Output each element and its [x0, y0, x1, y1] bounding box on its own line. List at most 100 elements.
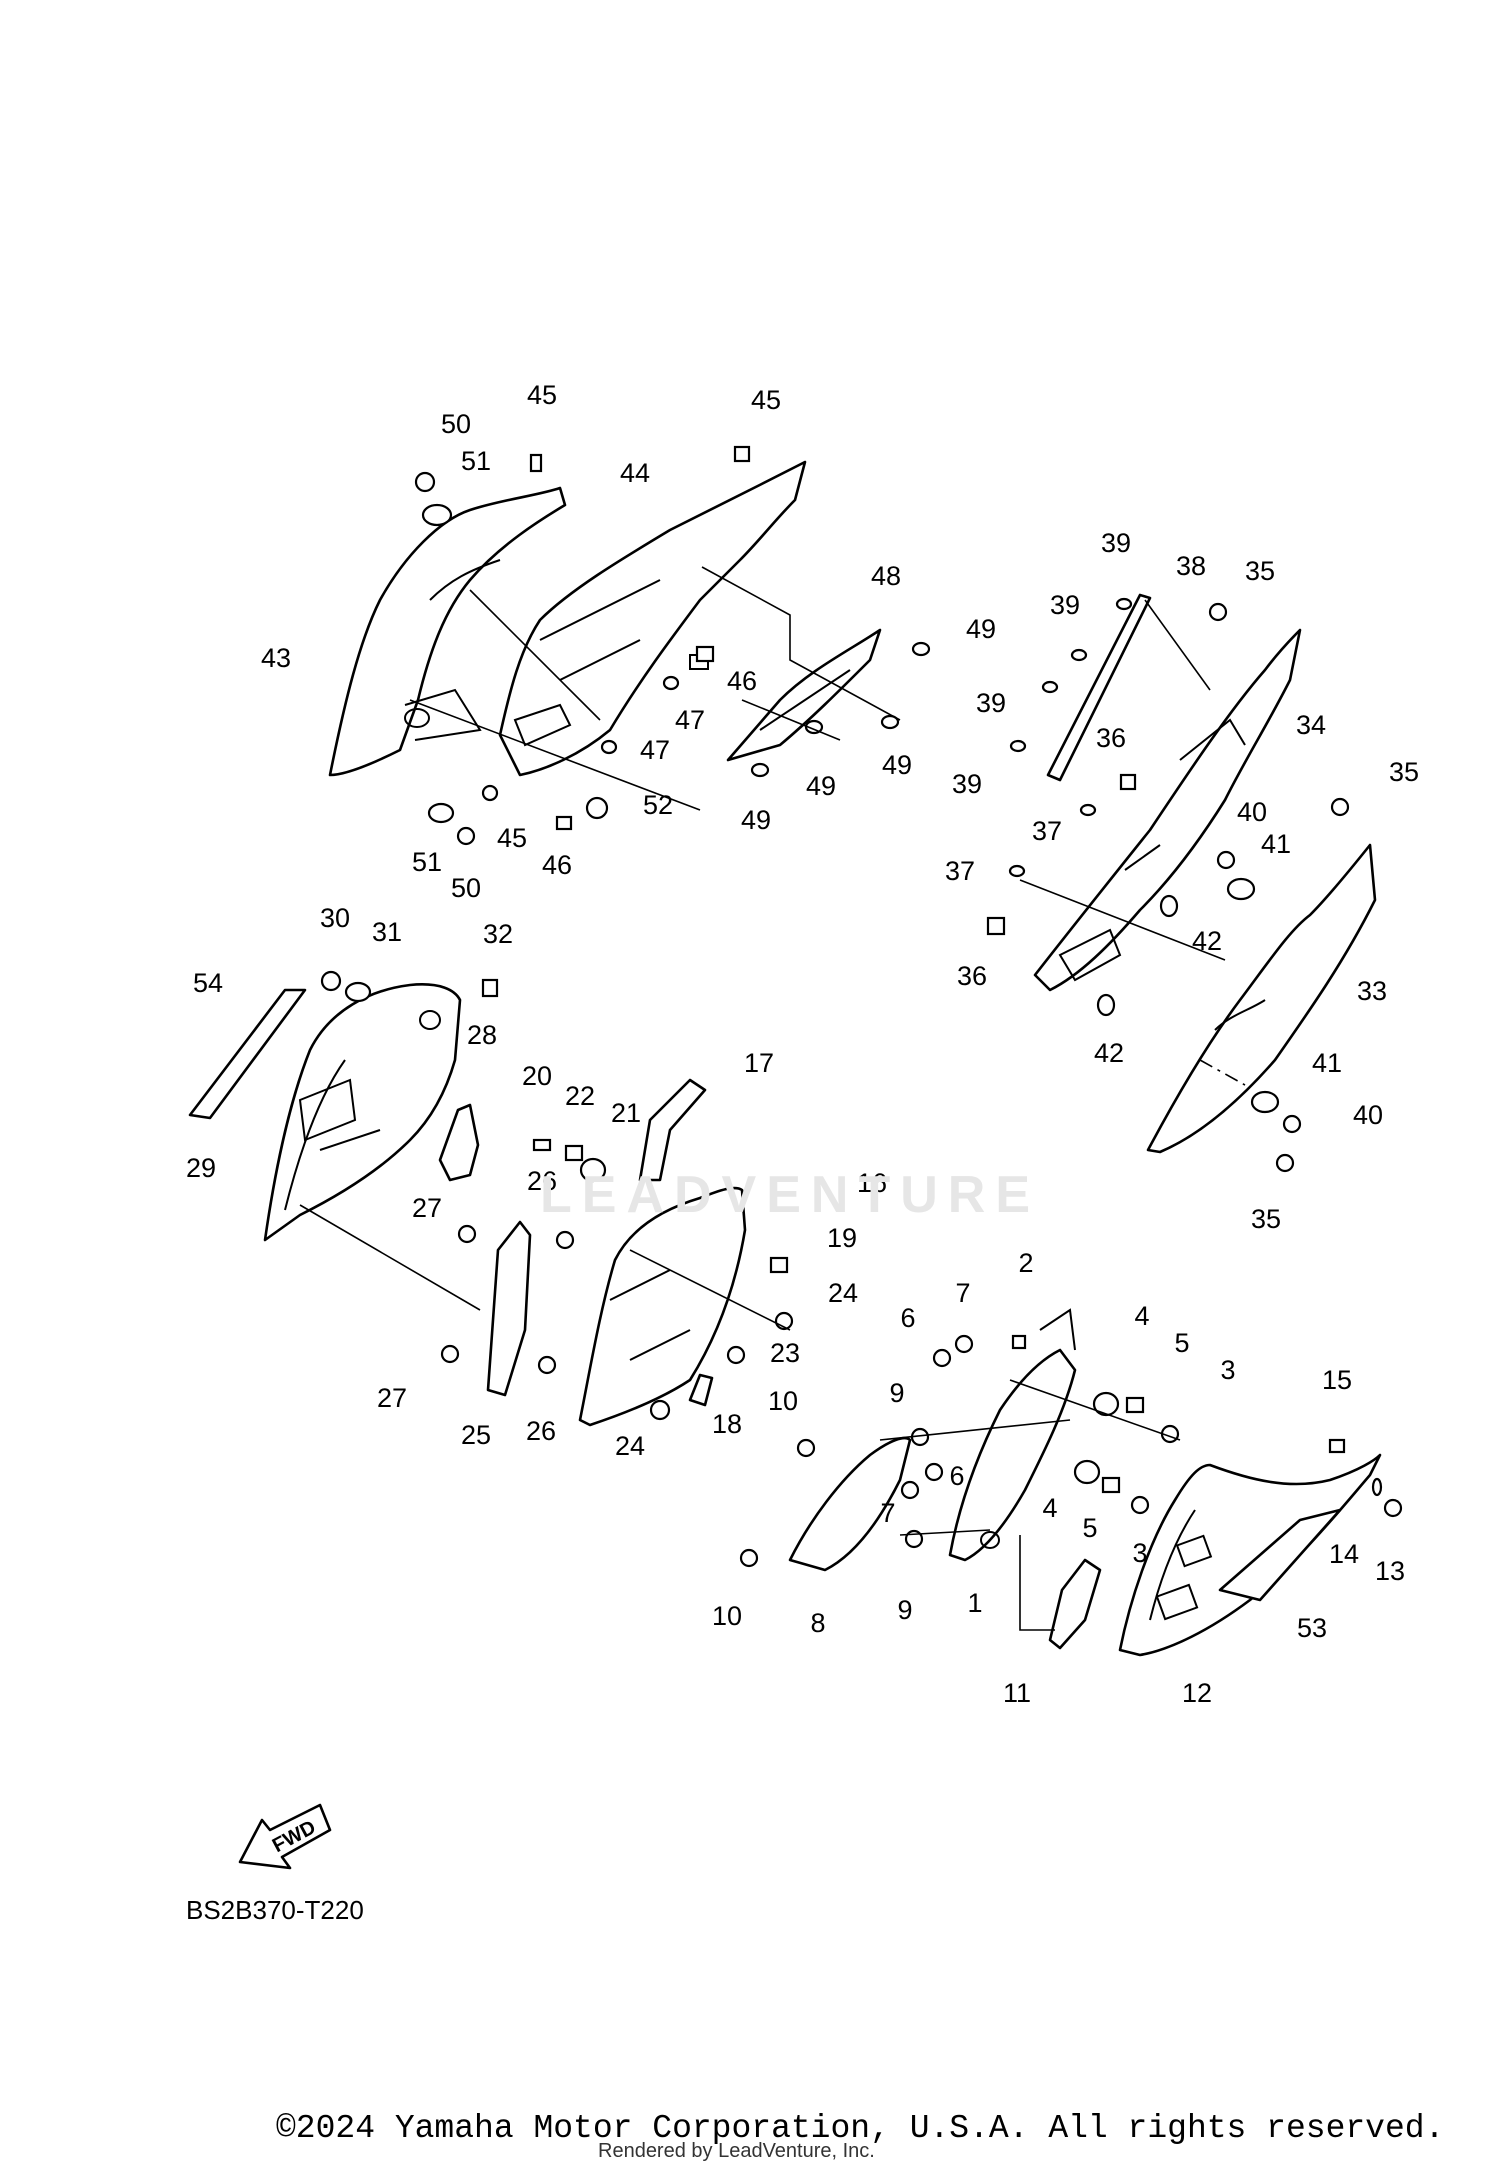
part-callout-52: 52	[643, 790, 673, 820]
part-callout-29: 29	[186, 1153, 216, 1183]
part-callout-41: 41	[1312, 1048, 1342, 1078]
copyright-notice: ©2024 Yamaha Motor Corporation, U.S.A. A…	[276, 2110, 1445, 2147]
part-callout-27: 27	[412, 1193, 442, 1223]
part-callout-10: 10	[768, 1386, 798, 1416]
part-callout-6: 6	[949, 1461, 964, 1491]
part-callout-17: 17	[744, 1048, 774, 1078]
part-callout-3: 3	[1220, 1355, 1235, 1385]
part-callout-46: 46	[727, 666, 757, 696]
part-callout-36: 36	[1096, 723, 1126, 753]
part-callout-7: 7	[880, 1498, 895, 1528]
leader-lines	[299, 566, 1226, 1631]
fwd-arrow-icon: FWD	[238, 1803, 332, 1870]
part-callout-11: 11	[1003, 1678, 1031, 1708]
part-callout-49: 49	[806, 771, 836, 801]
part-callout-28: 28	[467, 1020, 497, 1050]
cover-12-drawing	[1118, 1453, 1382, 1657]
part-callout-37: 37	[945, 856, 975, 886]
part-callout-5: 5	[1082, 1513, 1097, 1543]
diagram-code: BS2B370-T220	[186, 1895, 364, 1925]
part-callout-50: 50	[441, 409, 471, 439]
panel-48-drawing	[726, 628, 882, 762]
bracket-17-drawing	[638, 1078, 707, 1182]
part-callout-42: 42	[1192, 926, 1222, 956]
rendered-by-notice: Rendered by LeadVenture, Inc.	[598, 2140, 875, 2162]
part-callout-54: 54	[193, 968, 223, 998]
part-callout-48: 48	[871, 561, 901, 591]
part-callout-10: 10	[712, 1601, 742, 1631]
part-callout-36: 36	[957, 961, 987, 991]
part-callout-4: 4	[1042, 1493, 1057, 1523]
inner-panel-16-drawing	[578, 1186, 747, 1427]
part-callout-31: 31	[372, 917, 402, 947]
part-callout-20: 20	[522, 1061, 552, 1091]
cover-29-drawing	[263, 983, 462, 1242]
part-callout-16: 16	[857, 1168, 887, 1198]
part-callout-38: 38	[1176, 551, 1206, 581]
part-callout-26: 26	[527, 1166, 557, 1196]
part-callout-47: 47	[640, 735, 670, 765]
part-callout-6: 6	[900, 1303, 915, 1333]
part-callout-39: 39	[1101, 528, 1131, 558]
part-callout-22: 22	[565, 1081, 595, 1111]
part-callout-41: 41	[1261, 829, 1291, 859]
part-callout-45: 45	[751, 385, 781, 415]
part-callout-7: 7	[955, 1278, 970, 1308]
decal-54-drawing	[188, 988, 307, 1120]
clip-18-drawing	[688, 1373, 714, 1407]
part-callout-33: 33	[1357, 976, 1387, 1006]
panel-25-drawing	[486, 1220, 532, 1397]
part-callout-44: 44	[620, 458, 650, 488]
watermark-text: LEADVENTURE	[540, 1166, 1041, 1224]
part-callout-24: 24	[828, 1278, 858, 1308]
bracket-1-drawing	[948, 1308, 1077, 1562]
part-callout-45: 45	[527, 380, 557, 410]
part-callout-40: 40	[1237, 797, 1267, 827]
part-callout-50: 50	[451, 873, 481, 903]
decal-53-drawing	[1218, 1508, 1342, 1602]
part-callout-37: 37	[1032, 816, 1062, 846]
part-callout-13: 13	[1375, 1556, 1405, 1586]
part-callout-15: 15	[1322, 1365, 1352, 1395]
strip-38-drawing	[1046, 593, 1152, 782]
part-callout-35: 35	[1251, 1204, 1281, 1234]
part-callout-12: 12	[1182, 1678, 1212, 1708]
part-callout-49: 49	[741, 805, 771, 835]
part-callout-25: 25	[461, 1420, 491, 1450]
frame-cover-34-drawing	[1033, 628, 1302, 992]
part-callout-19: 19	[827, 1223, 857, 1253]
part-callout-3: 3	[1132, 1538, 1147, 1568]
part-callout-27: 27	[377, 1383, 407, 1413]
part-callout-39: 39	[1050, 590, 1080, 620]
part-callout-30: 30	[320, 903, 350, 933]
part-callout-21: 21	[611, 1098, 641, 1128]
part-callout-43: 43	[261, 643, 291, 673]
part-callout-9: 9	[889, 1378, 904, 1408]
part-callout-39: 39	[952, 769, 982, 799]
part-callout-51: 51	[461, 446, 491, 476]
part-callout-14: 14	[1329, 1539, 1359, 1569]
part-callout-32: 32	[483, 919, 513, 949]
part-callout-40: 40	[1353, 1100, 1383, 1130]
part-callout-51: 51	[412, 847, 442, 877]
part-callout-46: 46	[542, 850, 572, 880]
part-callout-49: 49	[882, 750, 912, 780]
part-callout-1: 1	[967, 1588, 982, 1618]
part-callout-18: 18	[712, 1409, 742, 1439]
part-callout-35: 35	[1389, 757, 1419, 787]
part-callout-45: 45	[497, 823, 527, 853]
bracket-11-drawing	[1048, 1558, 1102, 1650]
hardware-drawing	[320, 445, 1403, 1568]
part-callout-24: 24	[615, 1431, 645, 1461]
part-callout-2: 2	[1018, 1248, 1033, 1278]
bracket-28-drawing	[438, 1103, 480, 1182]
part-callout-53: 53	[1297, 1613, 1327, 1643]
part-callout-8: 8	[810, 1608, 825, 1638]
part-callout-49: 49	[966, 614, 996, 644]
side-cover-33-drawing	[1146, 843, 1377, 1154]
part-callout-47: 47	[675, 705, 705, 735]
part-callout-42: 42	[1094, 1038, 1124, 1068]
part-callout-23: 23	[770, 1338, 800, 1368]
